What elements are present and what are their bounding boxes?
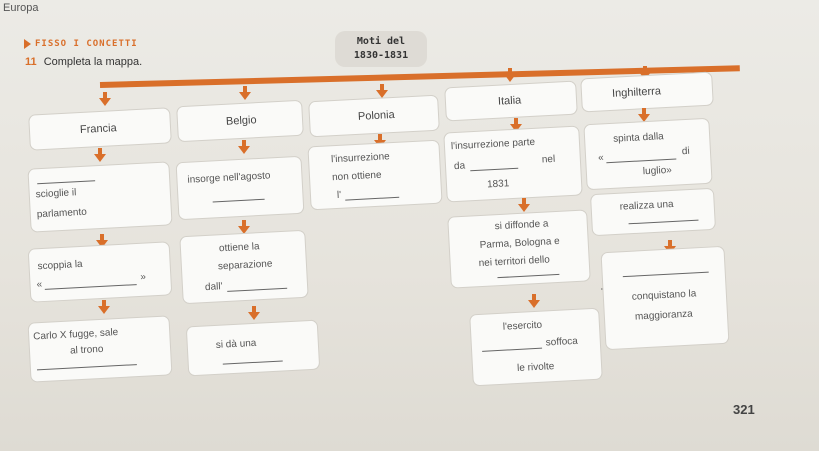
- francia-box-3: Carlo X fugge, sale al trono: [28, 316, 172, 382]
- blank-line[interactable]: [212, 198, 265, 203]
- heading-italia: Italia: [445, 81, 577, 121]
- inghilterra-box-1: spinta dalla « di luglio»: [584, 118, 712, 190]
- arrow-down-icon: [662, 240, 678, 254]
- blank-line[interactable]: [36, 364, 137, 371]
- exercise-text: Completa la mappa.: [43, 56, 143, 68]
- francia-box-1: scioglie il parlamento: [28, 162, 172, 232]
- inghilterra-box-2: realizza una: [591, 188, 715, 236]
- blank-line[interactable]: [628, 219, 699, 225]
- blank-line[interactable]: [482, 347, 543, 352]
- page-number: 321: [733, 402, 755, 417]
- francia-box-2: scoppia la « »: [28, 242, 172, 302]
- blank-line[interactable]: [622, 271, 709, 278]
- arrow-down-icon: [516, 198, 532, 212]
- heading-inghilterra: Inghilterra: [581, 72, 713, 112]
- arrow-down-icon: [636, 108, 652, 122]
- belgio-box-2: ottiene la separazione dall': [180, 230, 308, 304]
- heading-polonia: Polonia: [309, 95, 439, 137]
- blank-line[interactable]: [44, 284, 137, 290]
- section-marker-icon: [24, 39, 31, 49]
- arrow-down-icon: [96, 300, 112, 314]
- arrow-down-icon: [97, 92, 113, 106]
- arrow-down-icon: [637, 66, 653, 80]
- blank-line[interactable]: [222, 360, 283, 365]
- arrow-down-icon: [508, 118, 524, 132]
- belgio-box-3: si dà una: [186, 320, 320, 376]
- blank-line[interactable]: [37, 180, 96, 185]
- blank-line[interactable]: [227, 287, 288, 292]
- exercise-number: 11: [25, 56, 37, 68]
- arrow-down-icon: [92, 148, 108, 162]
- polonia-box-1: l'insurrezione non ottiene l': [308, 140, 442, 210]
- heading-francia: Francia: [29, 108, 171, 150]
- blank-line[interactable]: [497, 273, 560, 279]
- arrow-down-icon: [526, 294, 542, 308]
- arrow-down-icon: [236, 220, 252, 234]
- arrow-down-icon: [236, 140, 252, 154]
- italia-box-2: si diffonde a Parma, Bologna e nei terri…: [448, 210, 590, 288]
- belgio-box-1: insorge nell'agosto: [176, 156, 304, 220]
- italia-box-1: l'insurrezione parte da nel 1831: [444, 126, 582, 202]
- heading-belgio: Belgio: [177, 100, 303, 142]
- arrow-down-icon: [237, 86, 253, 100]
- inghilterra-box-3: conquistano la maggioranza: [601, 246, 729, 350]
- arrow-down-icon: [374, 84, 390, 98]
- blank-line[interactable]: [606, 158, 677, 164]
- blank-line[interactable]: [470, 167, 519, 172]
- running-header: Europa: [3, 2, 39, 14]
- arrow-down-icon: [94, 234, 110, 248]
- arrow-down-icon: [502, 68, 518, 82]
- arrow-down-icon: [372, 134, 388, 148]
- blank-line[interactable]: [345, 196, 400, 201]
- arrow-down-icon: [246, 306, 262, 320]
- map-title-line1: Moti del: [356, 36, 406, 47]
- section-label: FISSO I CONCETTI: [35, 39, 138, 49]
- exercise-instruction: 11 Completa la mappa.: [25, 56, 142, 68]
- map-title-line2: 1830-1831: [353, 50, 409, 61]
- map-title: Moti del 1830-1831: [335, 31, 427, 67]
- italia-box-3: l'esercito soffoca le rivolte: [470, 308, 602, 386]
